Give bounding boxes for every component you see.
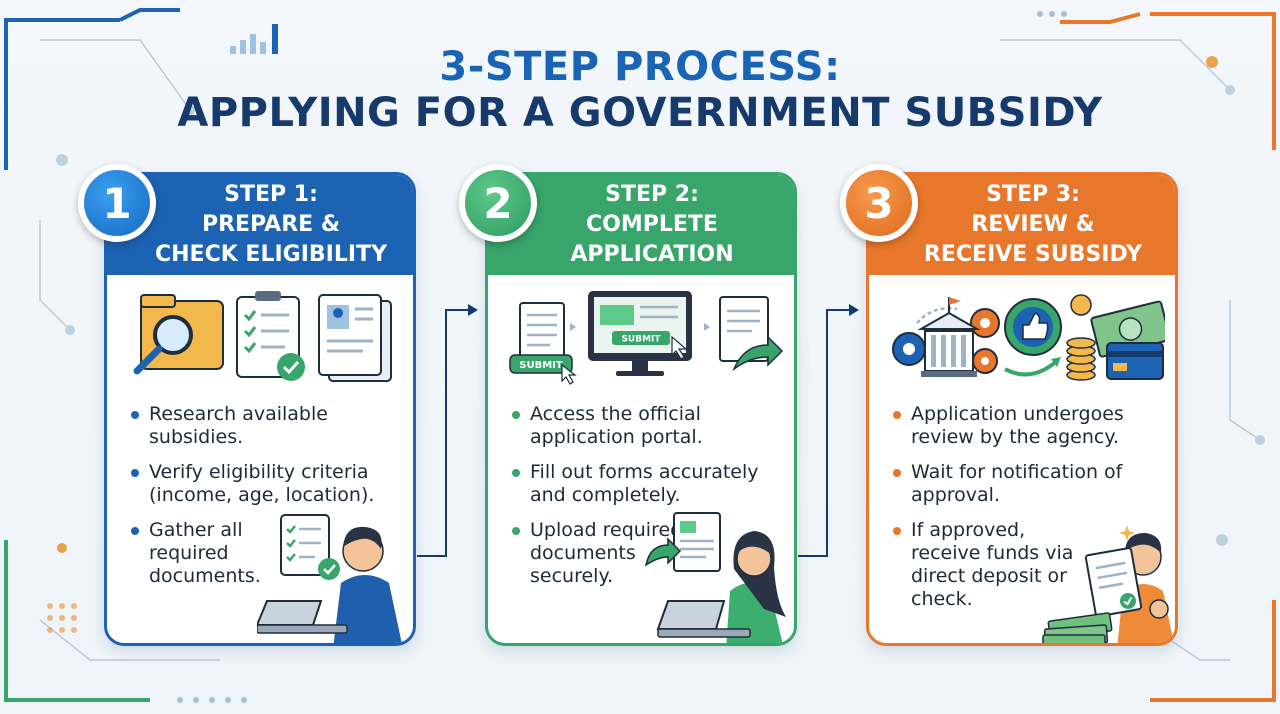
step-1-heading: STEP 1: PREPARE & CHECK ELIGIBILITY (107, 175, 413, 275)
list-item: Upload required documents securely. (510, 519, 700, 588)
document-icon (519, 302, 576, 360)
page-title-line-2: APPLYING FOR A GOVERNMENT SUBSIDY (177, 90, 1103, 136)
step-2-illustration: SUBMIT SUBMIT (509, 291, 784, 385)
government-building-gears-icon (892, 297, 1000, 377)
step-3-illustration (892, 294, 1165, 381)
step-3-bullets: Application undergoes review by the agen… (891, 403, 1171, 623)
step-1-number-badge: 1 (78, 164, 156, 242)
step-3-heading: STEP 3: REVIEW & RECEIVE SUBSIDY (869, 175, 1175, 275)
person-laptop-icon (257, 514, 402, 643)
list-item: Access the official application portal. (510, 403, 790, 449)
svg-text:SUBMIT: SUBMIT (621, 335, 661, 345)
step-3-number-badge: 3 (840, 164, 918, 242)
list-item: Application undergoes review by the agen… (891, 403, 1171, 449)
page-title-line-1: 3-STEP PROCESS: (439, 44, 841, 90)
step-1-card: STEP 1: PREPARE & CHECK ELIGIBILITY (104, 172, 416, 646)
thumbs-up-icon (1004, 298, 1062, 377)
monitor-icon: SUBMIT (588, 291, 692, 376)
list-item: Research available subsidies. (129, 403, 409, 449)
list-item: Verify eligibility criteria (income, age… (129, 461, 409, 507)
step-1-illustration (133, 291, 392, 382)
folder-magnifier-icon (133, 294, 224, 375)
person-document-cash-icon (1042, 525, 1174, 643)
submit-button-icon: SUBMIT (509, 354, 577, 385)
step-2-bullets: Access the official application portal. … (510, 403, 790, 600)
list-item: If approved, receive funds via direct de… (891, 519, 1087, 611)
step-1-bullets: Research available subsidies. Verify eli… (129, 403, 409, 600)
list-item: Wait for notification of approval. (891, 461, 1171, 507)
person-laptop-icon (644, 512, 786, 643)
step-2-heading: STEP 2: COMPLETE APPLICATION (488, 175, 794, 275)
id-document-icon (318, 294, 392, 382)
step-2-card: STEP 2: COMPLETE APPLICATION SUBMIT SUBM… (485, 172, 797, 646)
coins-cash-card-icon (1066, 294, 1165, 381)
step-3-card: STEP 3: REVIEW & RECEIVE SUBSIDY (866, 172, 1178, 646)
svg-text:SUBMIT: SUBMIT (519, 360, 563, 371)
checklist-clipboard-icon (236, 291, 305, 381)
document-send-icon (704, 296, 784, 372)
list-item: Fill out forms accurately and completely… (510, 461, 790, 507)
list-item: Gather all required documents. (129, 519, 261, 588)
step-2-number-badge: 2 (459, 164, 537, 242)
